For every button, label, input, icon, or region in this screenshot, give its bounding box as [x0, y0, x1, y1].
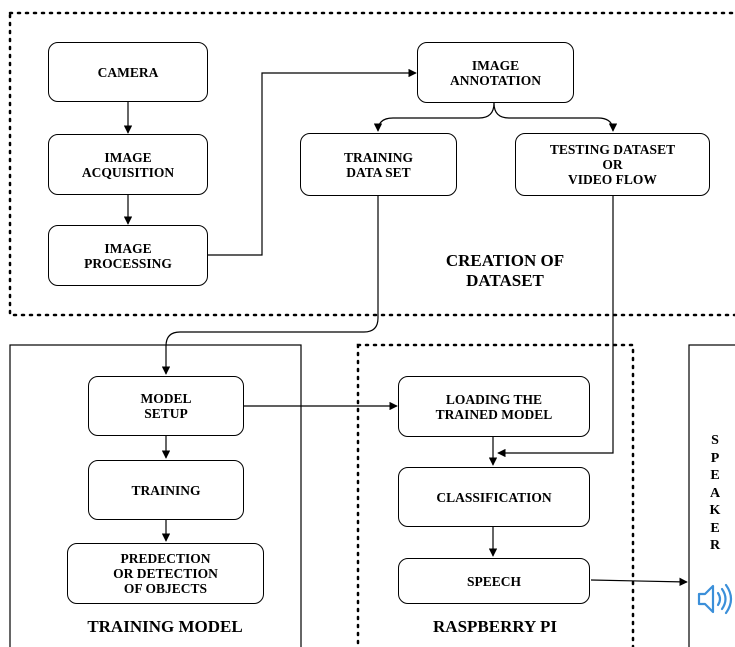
image-annotation-node: IMAGE ANNOTATION: [417, 42, 574, 103]
raspberry-pi-region: [356, 343, 635, 647]
classification-node: CLASSIFICATION: [398, 467, 590, 527]
loading-trained-model-node: LOADING THE TRAINED MODEL: [398, 376, 590, 437]
arrow-speech-to-speaker: [590, 577, 688, 587]
training-model-label: TRAINING MODEL: [87, 617, 243, 636]
testing-dataset-node: TESTING DATASET OR VIDEO FLOW: [515, 133, 710, 196]
prediction-node: PREDECTION OR DETECTION OF OBJECTS: [67, 543, 264, 604]
arrow-training-data-to-model-setup: [161, 196, 379, 375]
arrow-testing-data-to-classification: [497, 196, 614, 458]
raspberry-pi-label: RASPBERRY PI: [433, 617, 557, 636]
training-model-region: [9, 344, 302, 647]
camera-node: CAMERA: [48, 42, 208, 102]
image-processing-node: IMAGE PROCESSING: [48, 225, 208, 286]
arrow-processing-to-annotation: [208, 68, 417, 256]
training-data-set-node: TRAINING DATA SET: [300, 133, 457, 196]
speech-node: SPEECH: [398, 558, 590, 604]
arrow-annotation-to-testing-data: [493, 102, 618, 132]
creation-of-dataset-region: [8, 11, 735, 317]
model-setup-node: MODEL SETUP: [88, 376, 244, 436]
image-acquisition-node: IMAGE ACQUISITION: [48, 134, 208, 195]
speaker-region: [688, 344, 735, 647]
creation-of-dataset-label: CREATION OF DATASET: [445, 251, 565, 290]
speaker-volume-icon: [697, 583, 733, 615]
arrow-annotation-to-training-data: [373, 102, 495, 132]
speaker-label: S P E A K E R: [709, 433, 721, 553]
training-node: TRAINING: [88, 460, 244, 520]
